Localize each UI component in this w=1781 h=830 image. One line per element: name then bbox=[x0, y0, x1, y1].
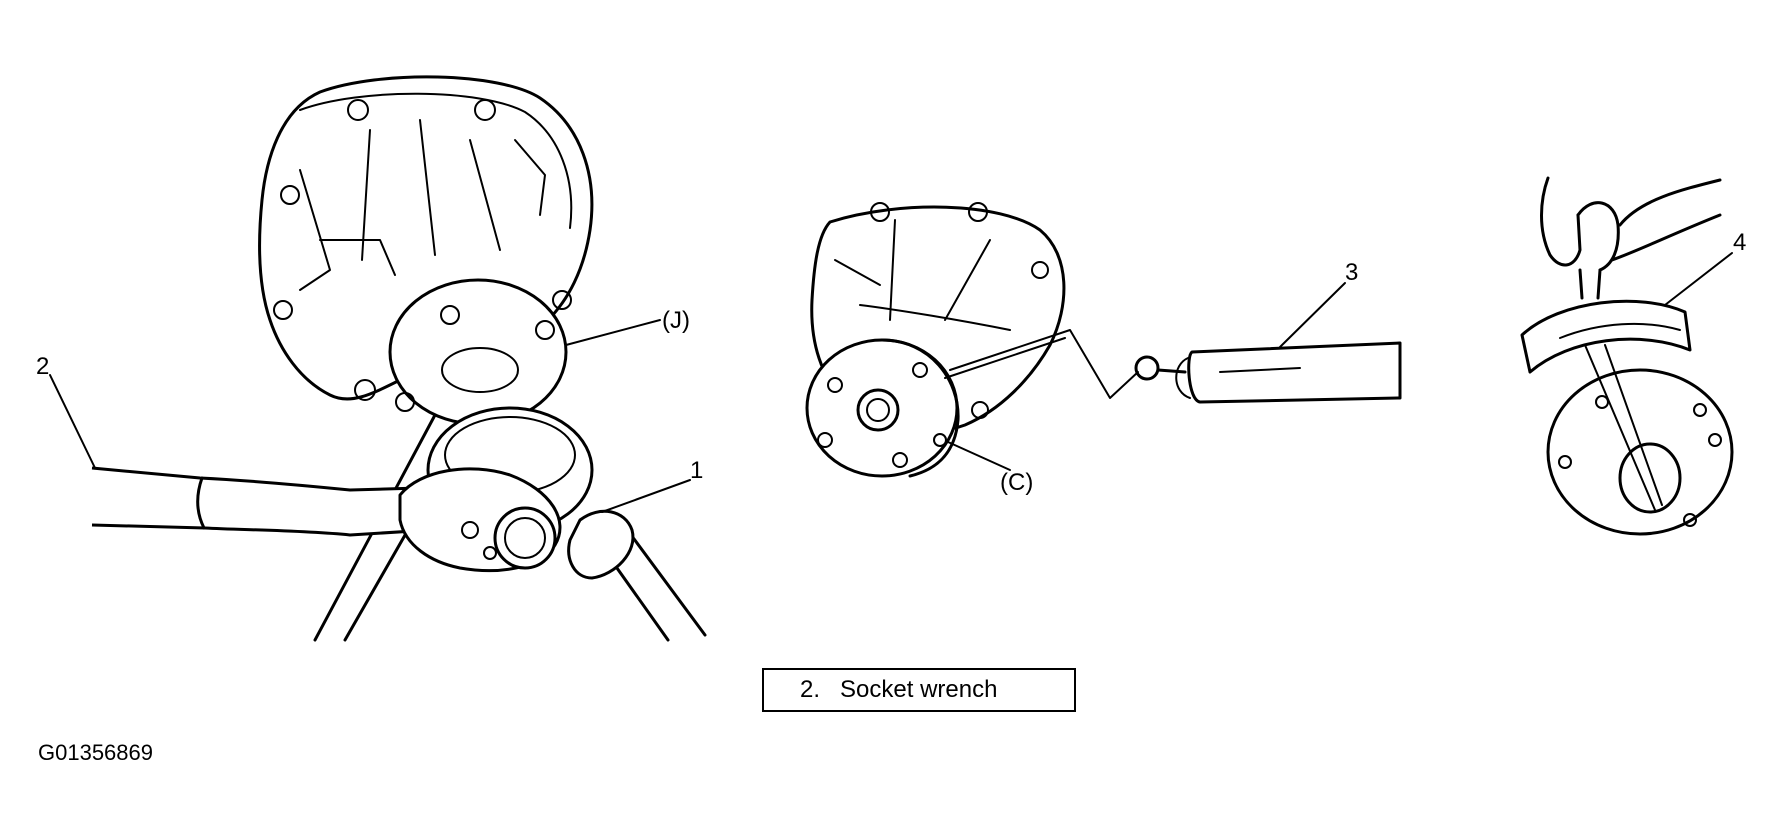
torque-gauge-scale bbox=[1559, 322, 1681, 339]
flange-edge bbox=[880, 338, 960, 478]
housing-rib bbox=[419, 119, 436, 256]
spring-scale-body bbox=[1187, 341, 1402, 404]
leader-line-3 bbox=[1279, 282, 1346, 348]
housing-rib bbox=[944, 239, 991, 321]
flange-hole bbox=[1558, 455, 1572, 469]
housing-rib bbox=[889, 219, 896, 321]
caption-number: 2. bbox=[800, 676, 821, 703]
flange-hole bbox=[892, 452, 908, 468]
wrench-pawl bbox=[461, 521, 479, 539]
scale-chain bbox=[1156, 368, 1187, 374]
wrench-drive-gear bbox=[493, 506, 557, 570]
flange-hole bbox=[817, 432, 833, 448]
flange-hole bbox=[440, 305, 460, 325]
spring-scale-slot bbox=[1219, 367, 1301, 373]
right-illustration-torque-gauge-on-flange bbox=[1520, 176, 1734, 536]
callout-3: 3 bbox=[1345, 259, 1358, 286]
gauge-pointer bbox=[1584, 344, 1656, 511]
housing-bolt bbox=[273, 300, 293, 320]
housing-bolt bbox=[354, 379, 376, 401]
hand-fingers bbox=[1540, 176, 1582, 267]
scale-cord bbox=[944, 337, 1066, 379]
flange-nut bbox=[856, 388, 900, 432]
caption-text: Socket wrench bbox=[840, 676, 998, 703]
socket-wrench-grip-ring bbox=[196, 476, 206, 530]
pinion-shaft bbox=[441, 347, 519, 393]
leader-line-C bbox=[947, 441, 1011, 471]
spring-scale-end bbox=[1175, 357, 1191, 399]
housing-rib bbox=[361, 129, 371, 261]
housing-rim bbox=[299, 92, 573, 229]
flange-hole bbox=[827, 377, 843, 393]
middle-illustration-spring-scale-on-flange bbox=[805, 202, 1402, 478]
leader-line-4 bbox=[1664, 252, 1733, 306]
flange-hole bbox=[933, 433, 947, 447]
left-illustration-differential-with-socket-wrench bbox=[91, 75, 707, 642]
callout-C: (C) bbox=[1000, 469, 1033, 496]
torque-gauge-arc bbox=[1520, 299, 1692, 374]
leader-line-2 bbox=[49, 374, 96, 469]
hand-fingers bbox=[1618, 178, 1722, 227]
housing-bolt bbox=[474, 99, 496, 121]
socket-wrench-handle bbox=[91, 466, 432, 537]
housing-bolt bbox=[968, 202, 988, 222]
housing-bolt bbox=[347, 99, 369, 121]
scale-cord bbox=[949, 329, 1139, 399]
caption-box: 2. Socket wrench bbox=[762, 668, 1076, 712]
housing-rib bbox=[514, 139, 546, 216]
flange-hole bbox=[535, 320, 555, 340]
callout-1: 1 bbox=[690, 457, 703, 484]
housing-rib bbox=[469, 139, 501, 251]
pinion-nut bbox=[1618, 442, 1682, 514]
leader-line-J bbox=[565, 319, 661, 346]
housing-bolt bbox=[552, 290, 572, 310]
hand-fingers bbox=[1610, 213, 1722, 262]
flange-nut-inner bbox=[866, 398, 890, 422]
hand-fingers bbox=[1576, 201, 1620, 272]
callout-4: 4 bbox=[1733, 229, 1746, 256]
housing-bolt bbox=[280, 185, 300, 205]
gauge-stem bbox=[1578, 268, 1602, 300]
gauge-pointer bbox=[1604, 344, 1663, 506]
figure-id: G01356869 bbox=[38, 740, 153, 765]
wrench-pawl bbox=[483, 546, 497, 560]
leader-line-1 bbox=[601, 479, 691, 513]
housing-rib bbox=[319, 239, 396, 276]
scale-hook-ring bbox=[1134, 355, 1160, 381]
housing-rib bbox=[834, 259, 881, 286]
housing-bolt bbox=[870, 202, 890, 222]
flange-hole bbox=[395, 392, 415, 412]
callout-2: 2 bbox=[36, 353, 49, 380]
flange-hole bbox=[1683, 513, 1697, 527]
housing-rib bbox=[859, 304, 1011, 331]
housing-rib bbox=[299, 169, 331, 291]
housing-bolt bbox=[1031, 261, 1049, 279]
flange-hole bbox=[1693, 403, 1707, 417]
flange-hole bbox=[1595, 395, 1609, 409]
flange-hole bbox=[1708, 433, 1722, 447]
flange-hole bbox=[912, 362, 928, 378]
wrench-drive-gear-inner bbox=[504, 517, 546, 559]
caption-gap bbox=[820, 676, 840, 704]
holder-tool-head bbox=[567, 509, 635, 580]
housing-bolt bbox=[971, 401, 989, 419]
callout-J: (J) bbox=[662, 307, 690, 334]
